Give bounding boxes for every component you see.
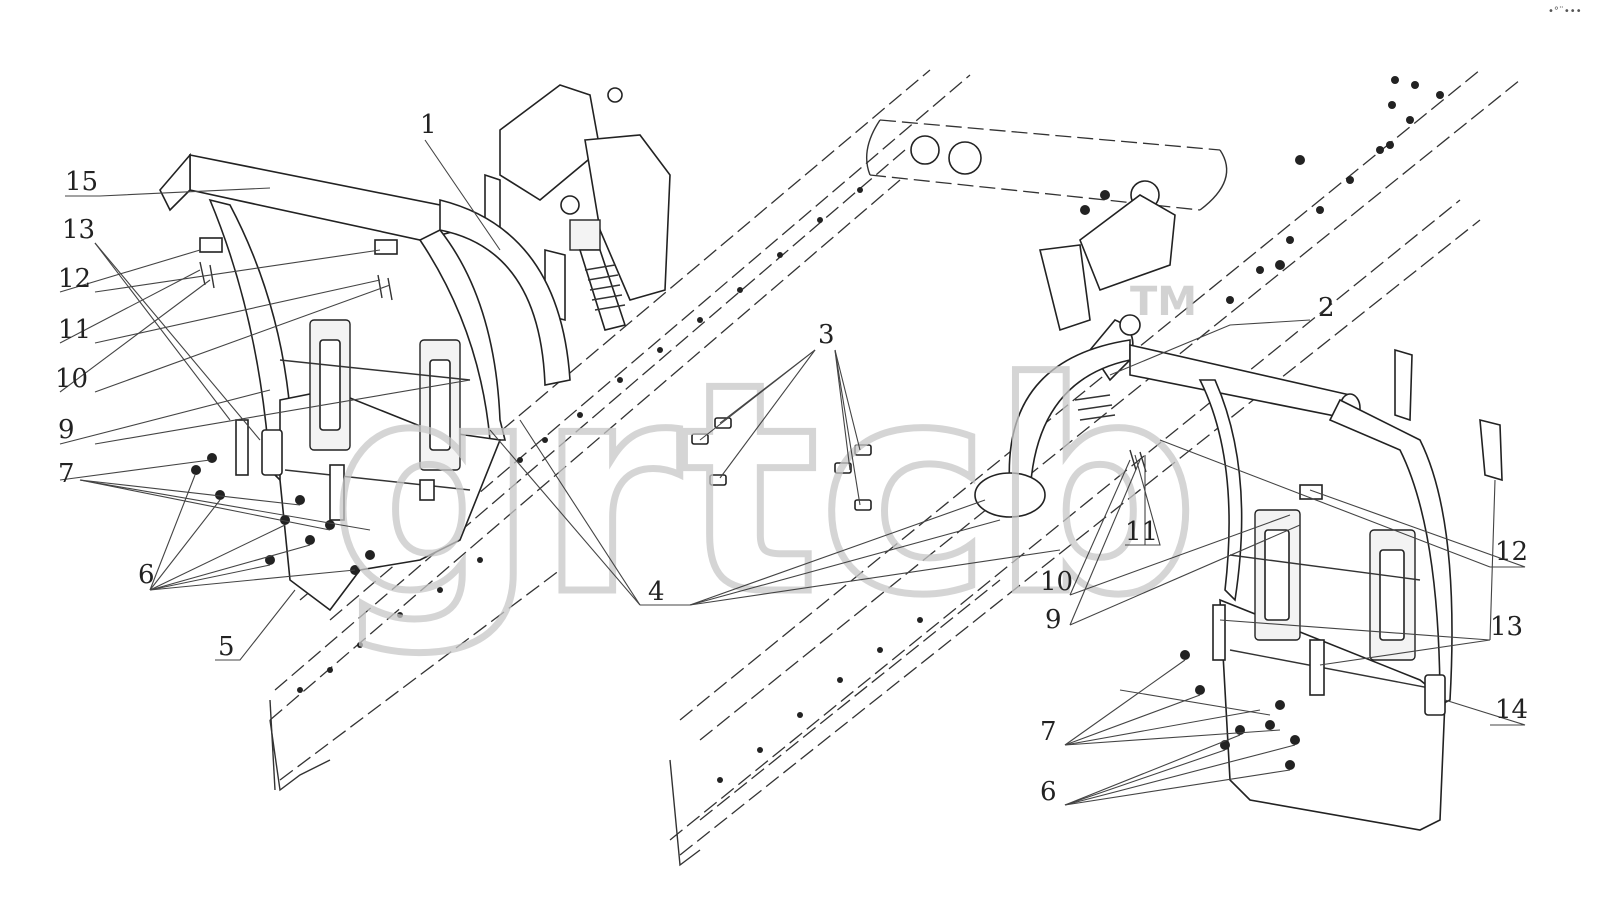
leader-lines [59,139,1526,806]
callout-6-left: 6 [138,560,155,590]
cab-mount-left [499,84,671,331]
callout-7-right: 7 [1040,717,1057,747]
frame-hole [948,141,982,175]
left-clamp [235,419,249,476]
callout-4: 4 [648,577,665,607]
callout-10-left: 10 [55,364,88,394]
frame-holes [297,76,1444,783]
callout-7-left: 7 [58,459,75,489]
callout-labels-right: 11 10 9 12 13 14 7 6 [1040,517,1528,807]
callout-13-left: 13 [62,215,95,245]
watermark: grtcb [330,322,1199,659]
callout-3: 3 [818,320,835,350]
callout-11-right: 11 [1125,517,1158,547]
watermark-tm: TM [1130,279,1197,325]
right-clip-12 [1299,484,1323,500]
callout-6-right: 6 [1040,777,1057,807]
callout-labels-left: 15 13 12 11 10 9 7 6 5 [55,167,235,662]
corner-mark: •°¨••• [1548,6,1582,17]
callout-9-left: 9 [58,415,75,445]
frame-hole [910,135,940,165]
left-clip-12 [199,237,223,253]
left-bracket-14 [261,429,283,476]
callout-11-left: 11 [58,315,91,345]
callout-12-left: 12 [58,264,91,294]
callout-9-right: 9 [1045,605,1062,635]
cross-member [866,119,1228,211]
callout-10-right: 10 [1040,567,1073,597]
left-shock-absorber [578,249,627,331]
callout-2: 2 [1318,293,1335,323]
right-hanger-bracket [1394,348,1413,422]
cab-mount-right [974,194,1176,518]
callout-15-left: 15 [65,167,98,197]
right-bracket-14 [1424,674,1446,716]
callout-14: 14 [1495,695,1528,725]
callout-5: 5 [218,632,235,662]
left-exhaust-pipe [439,198,571,386]
callout-1: 1 [420,110,437,140]
callout-12-right: 12 [1495,537,1528,567]
callout-13-right: 13 [1490,612,1523,642]
right-clamp [1212,604,1226,661]
callout-labels-center: 1 3 4 2 [420,110,1335,607]
